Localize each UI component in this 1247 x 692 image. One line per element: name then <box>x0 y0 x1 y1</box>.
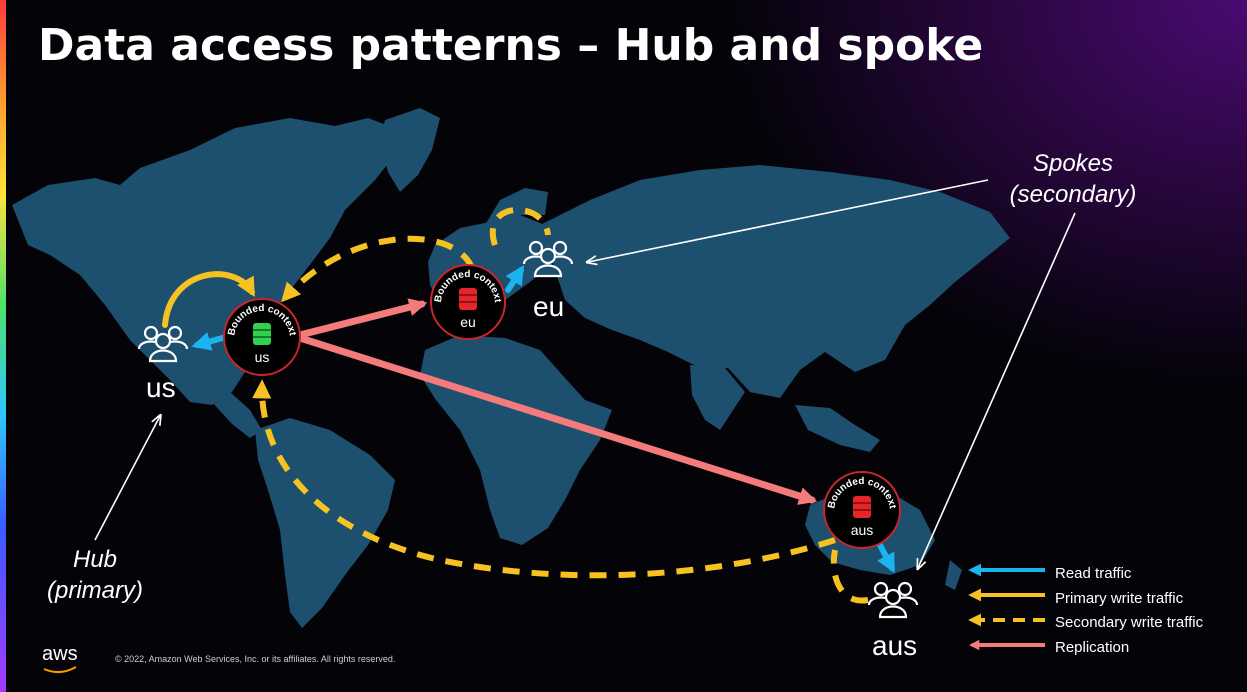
node-aus-db-label: aus <box>851 522 874 538</box>
africa-landmass <box>420 335 612 545</box>
slide-title: Data access patterns – Hub and spoke <box>38 20 984 71</box>
legend-primary-write-label: Primary write traffic <box>1055 590 1184 607</box>
primary-write-us <box>162 271 255 328</box>
asia-landmass <box>540 165 1010 398</box>
aws-smile-icon <box>43 666 77 673</box>
new-zealand-landmass <box>945 560 962 590</box>
database-icon-eu <box>459 288 477 310</box>
database-icon-us <box>253 323 271 345</box>
copyright-footer: © 2022, Amazon Web Services, Inc. or its… <box>115 654 396 664</box>
legend-symbols <box>968 563 1045 651</box>
replication-arrows <box>296 298 818 505</box>
spokes-annotation: Spokes (secondary) <box>998 148 1148 210</box>
read-eu <box>505 265 525 293</box>
north-america-landmass <box>12 118 400 405</box>
continents <box>12 108 1010 628</box>
secondary-write-eu-to-us <box>281 235 475 303</box>
read-arrows <box>191 265 895 574</box>
spokes-annotation-line1: Spokes <box>1032 150 1114 177</box>
node-us-db-label: us <box>255 349 270 365</box>
hub-annotation-line1: Hub <box>72 546 118 573</box>
read-aus <box>877 542 895 574</box>
node-eu-db-label: eu <box>460 314 476 330</box>
database-icon-aus <box>853 496 871 518</box>
users-icon-eu <box>522 240 574 278</box>
legend-read-label: Read traffic <box>1055 565 1132 582</box>
rainbow-edge-stripe <box>0 0 6 692</box>
secondary-write-arrows <box>252 206 869 604</box>
spokes-annotation-line2: (secondary) <box>1009 181 1137 208</box>
japan-landmass <box>895 285 918 330</box>
spokes-pointer-arrow-eu <box>588 179 989 262</box>
node-aus: Bounded context aus <box>823 471 901 549</box>
aws-logo: aws <box>42 643 78 665</box>
secondary-write-eu-local <box>489 206 551 246</box>
replication-us-to-eu <box>296 298 428 339</box>
read-us <box>191 332 229 351</box>
hub-annotation-line2: (primary) <box>47 577 143 604</box>
node-us: Bounded context us <box>223 298 301 376</box>
region-label-us: us <box>146 372 176 403</box>
region-label-aus: aus <box>872 630 918 661</box>
primary-write-arrows <box>162 271 255 328</box>
region-label-eu: eu <box>533 291 565 322</box>
secondary-write-aus-local <box>830 549 869 604</box>
spokes-pointer-arrow-aus <box>918 212 1076 568</box>
south-america-landmass <box>255 418 395 628</box>
hub-annotation: Hub (primary) <box>30 544 160 606</box>
annotation-arrows <box>94 179 1076 568</box>
india-landmass <box>690 365 745 430</box>
legend-replication-label: Replication <box>1055 639 1130 656</box>
legend-secondary-write-label: Secondary write traffic <box>1055 614 1204 631</box>
secondary-write-aus-to-us <box>252 379 836 579</box>
node-eu: Bounded context eu <box>430 264 506 340</box>
greenland-landmass <box>380 108 440 192</box>
hub-pointer-arrow <box>94 416 160 541</box>
southeast-asia-islands <box>795 405 880 452</box>
users-icon-aus <box>867 581 919 619</box>
central-america-landmass <box>212 392 262 438</box>
replication-us-to-aus <box>296 334 818 505</box>
users-icon-us <box>137 325 189 363</box>
